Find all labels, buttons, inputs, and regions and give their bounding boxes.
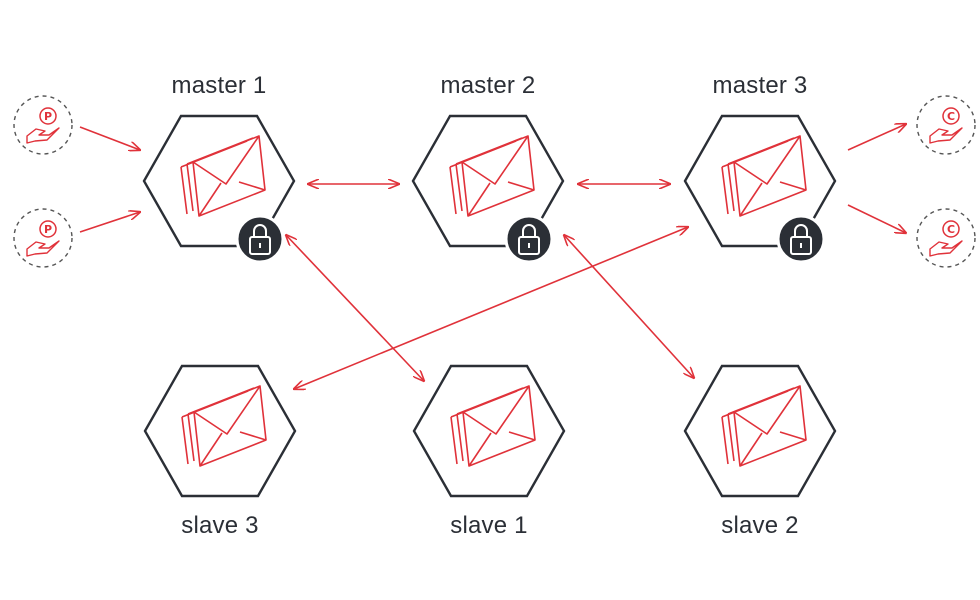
arrow-producer2-to-master1 <box>79 212 140 233</box>
arrow-master3-to-consumer1 <box>847 124 906 151</box>
svg-text:C: C <box>947 223 955 236</box>
label-master3: master 3 <box>712 72 808 99</box>
hexagon-shape <box>143 364 297 498</box>
node-master2 <box>411 114 565 264</box>
svg-text:P: P <box>44 223 52 236</box>
svg-text:P: P <box>44 110 52 123</box>
producer-hand-icon: P <box>13 208 73 268</box>
hexagon-shape <box>142 114 296 248</box>
consumer-hand-icon: C <box>916 95 976 155</box>
message-stack-icon <box>181 385 267 467</box>
arrow-master2-to-slave2 <box>564 235 694 378</box>
consumer-hand-icon: C <box>916 208 976 268</box>
hexagon-shape <box>412 364 566 498</box>
producer-hand-icon: P <box>13 95 73 155</box>
node-slave2 <box>683 364 837 498</box>
node-slave1 <box>412 364 566 498</box>
arrow-master1-to-slave1 <box>286 235 424 381</box>
arrow-producer1-to-master1 <box>79 126 140 150</box>
label-master1: master 1 <box>171 72 267 99</box>
broker-nodes <box>142 114 837 498</box>
label-master2: master 2 <box>440 72 536 99</box>
node-master3 <box>683 114 837 264</box>
lock-icon <box>504 214 554 264</box>
message-stack-icon <box>180 135 266 217</box>
label-slave2: slave 2 <box>721 512 799 539</box>
message-stack-icon <box>721 135 807 217</box>
node-slave3 <box>143 364 297 498</box>
node-master1 <box>142 114 296 264</box>
label-slave3: slave 3 <box>181 512 259 539</box>
message-stack-icon <box>449 135 535 217</box>
arrow-master3-to-slave3 <box>294 227 688 389</box>
message-stack-icon <box>450 385 536 467</box>
lock-icon <box>776 214 826 264</box>
connection-arrows <box>79 124 906 389</box>
label-slave1: slave 1 <box>450 512 528 539</box>
client-icons: P P C C <box>13 95 976 268</box>
svg-text:C: C <box>947 110 955 123</box>
message-stack-icon <box>721 385 807 467</box>
arrow-master3-to-consumer2 <box>847 204 906 233</box>
hexagon-shape <box>683 114 837 248</box>
hexagon-shape <box>683 364 837 498</box>
hexagon-shape <box>411 114 565 248</box>
lock-icon <box>235 214 285 264</box>
